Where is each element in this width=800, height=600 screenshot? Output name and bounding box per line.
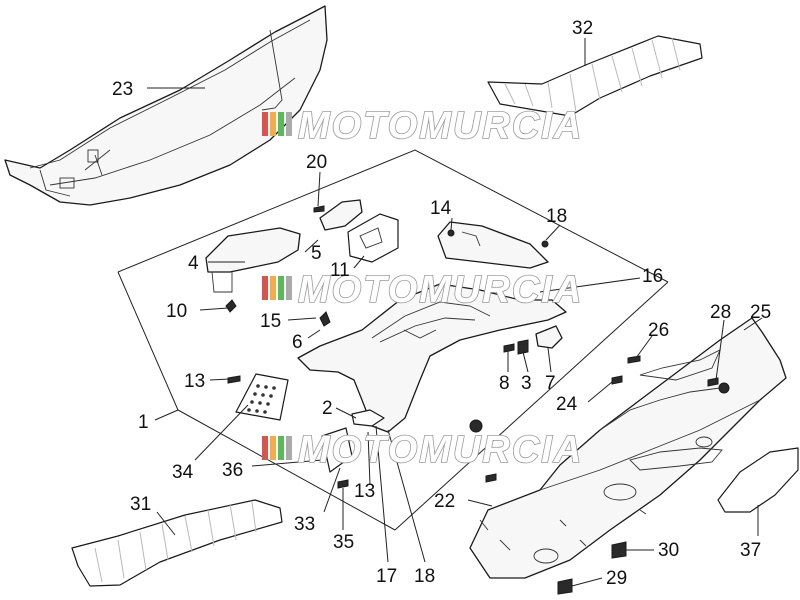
part-23-front-shield (4, 5, 328, 206)
watermark-text: MOTOMURCIA (298, 105, 583, 147)
callout-18-bottom: 18 (414, 566, 435, 587)
callout-25: 25 (750, 302, 771, 323)
callout-8: 8 (499, 373, 510, 394)
leader-lines (147, 38, 763, 587)
part-14-bracket (437, 221, 549, 269)
callout-24: 24 (556, 394, 578, 415)
callout-17: 17 (376, 566, 397, 587)
callout-13-bottom: 13 (354, 481, 375, 502)
callout-3: 3 (521, 373, 532, 394)
part-33-lower-cover (321, 427, 353, 473)
callout-10: 10 (166, 301, 187, 322)
callout-33: 33 (294, 514, 315, 535)
callout-37: 37 (740, 540, 761, 561)
callout-30: 30 (658, 540, 679, 561)
callout-32: 32 (572, 18, 593, 39)
part-31-footrest-mat (71, 499, 283, 587)
part-7-clip (535, 325, 563, 349)
callout-23: 23 (112, 79, 133, 100)
part-34-footrest-plate (235, 373, 289, 421)
callout-28: 28 (710, 302, 731, 323)
callout-16: 16 (642, 266, 663, 287)
watermark-logo-icon (262, 112, 292, 136)
callout-22: 22 (434, 491, 455, 512)
callout-35: 35 (333, 532, 354, 553)
callout-31: 31 (130, 494, 151, 515)
watermark-logo-icon (262, 436, 292, 460)
callout-26: 26 (648, 320, 669, 341)
callout-29: 29 (606, 568, 627, 589)
part-32-footrest-mat (487, 35, 703, 117)
callout-20: 20 (306, 152, 327, 173)
callout-13-left: 13 (184, 371, 205, 392)
watermark-logo-icon (262, 276, 292, 300)
callout-11: 11 (330, 260, 350, 281)
callout-18-top: 18 (546, 206, 567, 227)
callout-34: 34 (172, 462, 194, 483)
callout-7: 7 (545, 373, 556, 394)
part-37-cover-plate (717, 447, 799, 513)
part-5-small-cover (319, 199, 363, 231)
callout-labels: 23 32 20 4 5 11 10 15 6 14 18 16 13 2 1 … (112, 18, 771, 589)
callout-6: 6 (292, 332, 303, 353)
watermark-text: MOTOMURCIA (298, 269, 583, 311)
callout-36: 36 (222, 460, 243, 481)
part-22-side-panel (469, 317, 787, 579)
callout-4: 4 (188, 253, 199, 274)
callout-1: 1 (138, 412, 149, 433)
callout-14: 14 (430, 198, 452, 219)
watermark-text: MOTOMURCIA (298, 429, 583, 471)
callout-2: 2 (322, 398, 333, 419)
watermark: MOTOMURCIA MOTOMURCIA MOTOMURCIA (262, 104, 583, 472)
fasteners (225, 205, 719, 595)
part-11-bracket (347, 213, 399, 263)
callout-15: 15 (260, 311, 281, 332)
callout-5: 5 (311, 243, 322, 264)
part-2-small-bracket (351, 409, 385, 427)
assembly-frame (117, 149, 669, 531)
part-1-central-panel (297, 283, 567, 433)
part-4-lid (205, 227, 301, 293)
